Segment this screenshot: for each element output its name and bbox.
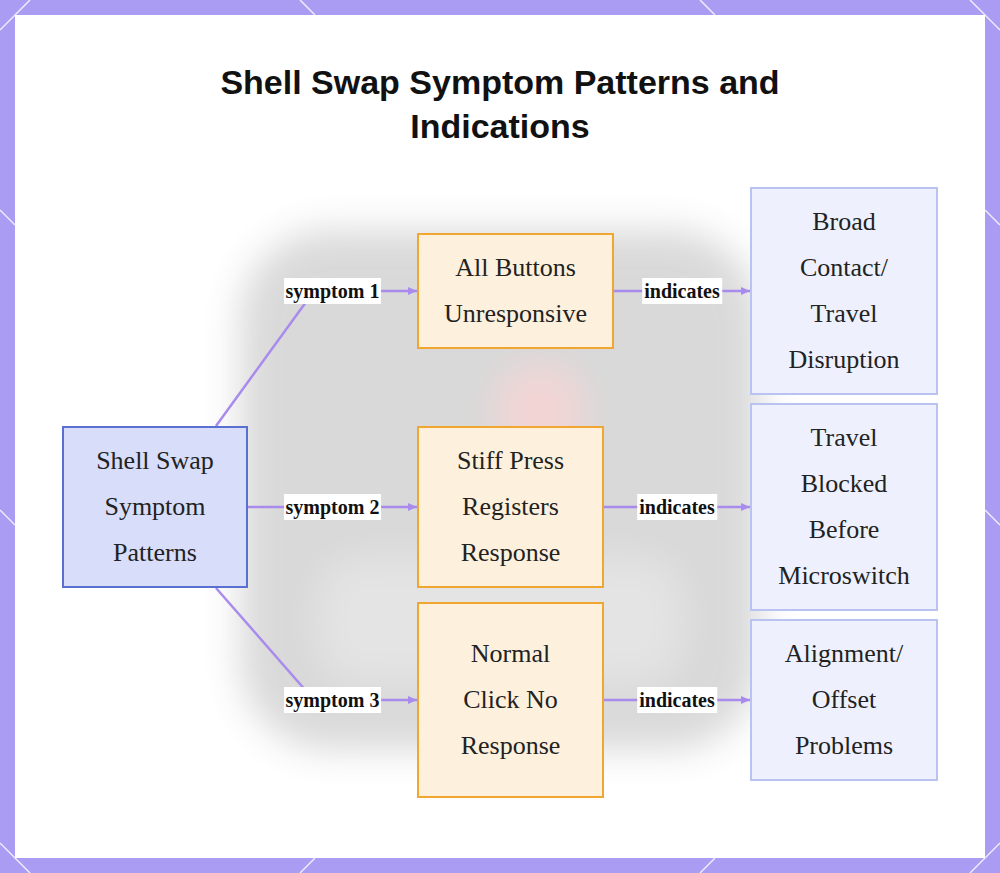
node-text: Alignment/ Offset Problems [769,631,919,769]
node-text: Broad Contact/ Travel Disruption [769,199,919,383]
root-box: Shell Swap Symptom Patterns [62,426,248,588]
edge-label: symptom 3 [284,687,382,713]
indication-box: Broad Contact/ Travel Disruption [750,187,938,395]
indication-box: Travel Blocked Before Microswitch [750,403,938,611]
node-text: Normal Click No Response [451,631,571,769]
connector-arrow [216,291,417,426]
connector-arrow [216,588,417,700]
indication-box: Alignment/ Offset Problems [750,619,938,781]
node-text: All Buttons Unresponsive [431,245,601,337]
edge-label: symptom 1 [284,278,382,304]
edge-label: indicates [642,278,722,304]
edge-label: symptom 2 [284,494,382,520]
node-text: Travel Blocked Before Microswitch [769,415,919,599]
edge-label: indicates [637,494,717,520]
symptom-box: All Buttons Unresponsive [417,233,614,349]
symptom-box: Normal Click No Response [417,602,604,798]
node-text: Shell Swap Symptom Patterns [80,438,230,576]
symptom-box: Stiff Press Registers Response [417,426,604,588]
edge-label: indicates [637,687,717,713]
diagram-title: Shell Swap Symptom Patterns and Indicati… [150,60,850,148]
node-text: Stiff Press Registers Response [436,438,586,576]
